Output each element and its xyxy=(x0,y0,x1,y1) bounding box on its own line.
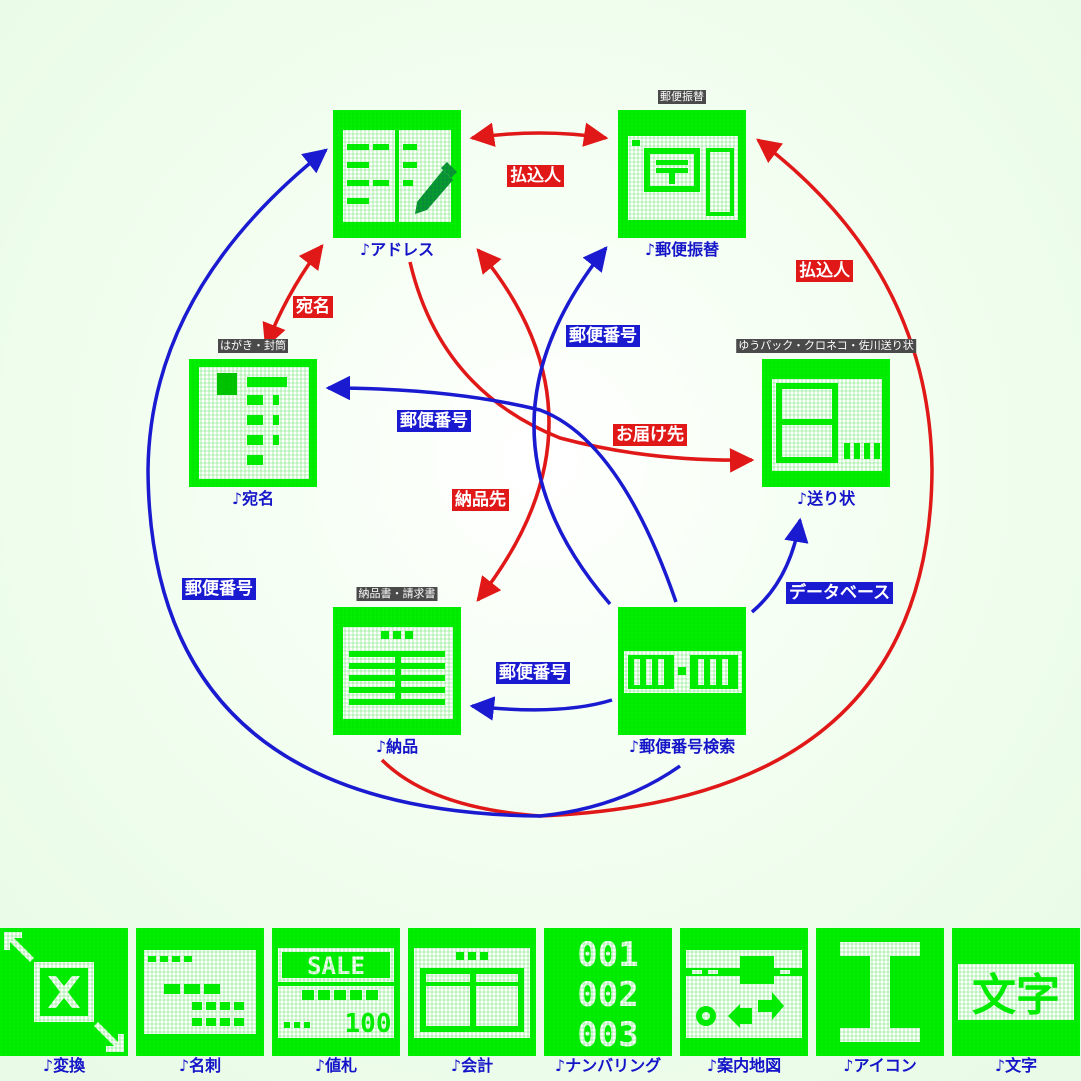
node-okurijo[interactable]: ゆうパック・クロネコ・佐川送り状 ♪送り状 xyxy=(736,339,916,509)
bottom-label-henkan: ♪変換 xyxy=(42,1056,86,1075)
caption-furikae: 郵便振替 xyxy=(658,90,706,104)
invoice-icon xyxy=(333,607,461,735)
flow-arrows xyxy=(146,122,934,818)
node-label-nohin: ♪納品 xyxy=(375,737,419,756)
edge-label-address-furikae: 払込人 xyxy=(507,165,564,187)
shipping-label-icon xyxy=(762,359,890,487)
guide-map-icon xyxy=(680,928,808,1056)
bottom-item-annai-chizu[interactable]: ♪案内地図 xyxy=(680,928,808,1076)
bottom-item-icon[interactable]: ♪アイコン xyxy=(816,928,944,1076)
node-address[interactable]: ♪アドレス xyxy=(333,110,461,260)
icon-maker-icon xyxy=(816,928,944,1056)
bottom-label-annai-chizu: ♪案内地図 xyxy=(706,1056,782,1075)
node-furikae[interactable]: 郵便振替 xyxy=(618,90,746,260)
arrow-nohin-address xyxy=(476,248,551,602)
business-card-icon xyxy=(136,928,264,1056)
node-label-okurijo: ♪送り状 xyxy=(796,489,856,508)
edge-label-database: データベース xyxy=(786,582,894,604)
arrow-yubin-furikae xyxy=(532,246,612,606)
node-label-atena: ♪宛名 xyxy=(231,489,275,508)
caption-nohin: 納品書・請求書 xyxy=(356,587,438,601)
node-label-address: ♪アドレス xyxy=(359,240,435,259)
edge-label-nohin-address: 納品先 xyxy=(452,489,509,511)
bottom-item-kaikei[interactable]: ♪会計 xyxy=(408,928,536,1076)
node-label-furikae: ♪郵便振替 xyxy=(644,240,720,259)
bottom-label-meishi: ♪名刺 xyxy=(178,1056,222,1075)
edge-label-yubin-furikae: 郵便番号 xyxy=(566,325,640,347)
accounting-icon xyxy=(408,928,536,1056)
arrow-yubin-atena xyxy=(325,375,678,603)
bottom-item-nefuda[interactable]: SALE 100 ♪値札 xyxy=(272,928,400,1076)
node-label-yubin-search: ♪郵便番号検索 xyxy=(628,737,736,756)
arrow-outer-left xyxy=(146,148,682,818)
postal-code-search-icon xyxy=(618,607,746,735)
edge-label-yubin-atena: 郵便番号 xyxy=(397,410,471,432)
caption-atena: はがき・封筒 xyxy=(218,339,288,353)
arrow-address-okurijo xyxy=(408,261,755,473)
bottom-label-numbering: ♪ナンバリング xyxy=(554,1056,662,1075)
bottom-item-henkan[interactable]: ♪変換 xyxy=(0,928,128,1076)
edge-label-yubin-nohin: 郵便番号 xyxy=(496,662,570,684)
arrow-furikae-outer xyxy=(380,138,934,818)
postal-transfer-icon xyxy=(618,110,746,238)
bottom-item-moji[interactable]: 文字 ♪文字 xyxy=(952,928,1080,1076)
node-atena[interactable]: はがき・封筒 ♪宛名 xyxy=(189,339,317,509)
numbering-icon: 001 002 003 xyxy=(544,928,672,1056)
text-icon: 文字 xyxy=(952,928,1080,1056)
bottom-item-meishi[interactable]: ♪名刺 xyxy=(136,928,264,1076)
postcard-icon xyxy=(189,359,317,487)
address-book-icon xyxy=(333,110,461,238)
arrow-address-furikae xyxy=(469,122,609,147)
bottom-item-numbering[interactable]: 001 002 003 ♪ナンバリング xyxy=(544,928,672,1076)
arrow-database xyxy=(750,517,809,614)
node-yubin-search[interactable]: ♪郵便番号検索 xyxy=(618,607,746,757)
bottom-label-kaikei: ♪会計 xyxy=(450,1056,494,1075)
bottom-label-nefuda: ♪値札 xyxy=(314,1056,358,1075)
edge-label-furikae-right: 払込人 xyxy=(796,260,853,282)
node-nohin[interactable]: 納品書・請求書 ♪納品 xyxy=(333,587,461,757)
edge-label-address-atena: 宛名 xyxy=(293,296,333,318)
bottom-label-icon: ♪アイコン xyxy=(843,1056,917,1075)
arrow-address-atena xyxy=(262,244,324,349)
price-tag-icon: SALE 100 xyxy=(272,928,400,1056)
bottom-label-moji: ♪文字 xyxy=(994,1056,1038,1075)
arrow-yubin-nohin xyxy=(469,696,613,721)
convert-icon xyxy=(0,928,128,1056)
edge-label-address-okurijo: お届け先 xyxy=(613,424,687,446)
edge-label-outer-left: 郵便番号 xyxy=(182,578,256,600)
bottom-app-bar: ♪変換 ♪名刺 SALE xyxy=(0,928,1081,1081)
caption-okurijo: ゆうパック・クロネコ・佐川送り状 xyxy=(736,339,916,353)
